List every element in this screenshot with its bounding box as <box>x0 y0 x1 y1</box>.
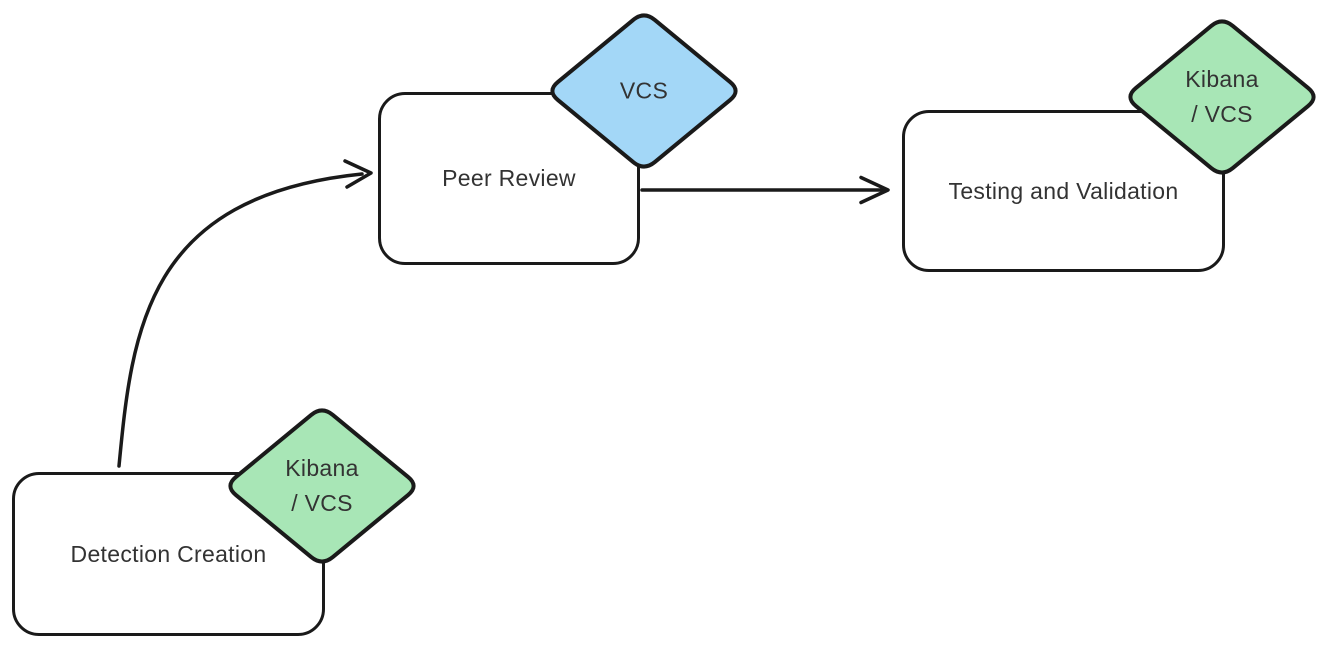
node-label: Detection Creation <box>70 540 267 567</box>
badge-label-line: / VCS <box>291 490 353 516</box>
diamond-icon <box>550 13 738 169</box>
badge-kibana-vcs: Kibana / VCS <box>1122 14 1322 180</box>
badge-label: VCS <box>620 74 668 109</box>
node-label: Testing and Validation <box>948 177 1179 204</box>
badge-label-line: Kibana <box>1185 66 1259 92</box>
arrowhead-icon <box>343 159 373 189</box>
badge-label: Kibana / VCS <box>285 451 358 521</box>
badge-label-line: / VCS <box>1191 101 1253 127</box>
arrowhead-icon <box>859 175 890 205</box>
badge-vcs: VCS <box>544 8 744 174</box>
badge-label-line: Kibana <box>285 455 359 481</box>
badge-kibana-vcs: Kibana / VCS <box>222 403 422 569</box>
node-label: Peer Review <box>442 165 576 191</box>
badge-label-line: VCS <box>619 77 669 104</box>
diamond-icon <box>1128 19 1316 175</box>
badge-label: Kibana / VCS <box>1185 62 1258 132</box>
